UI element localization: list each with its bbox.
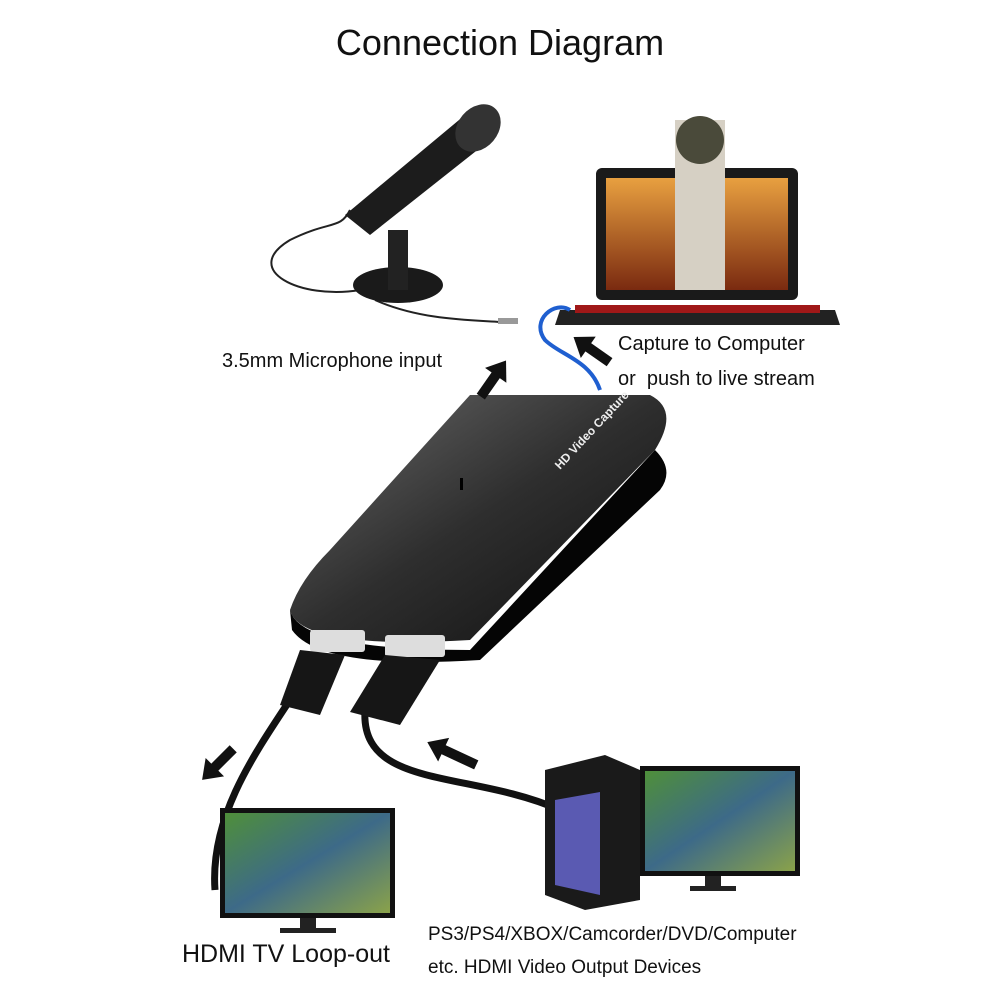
arrows bbox=[202, 336, 613, 780]
arrow-loop-out bbox=[202, 745, 237, 780]
microphone-label: 3.5mm Microphone input bbox=[222, 350, 443, 372]
sources-label-line2: etc. HDMI Video Output Devices bbox=[428, 957, 702, 978]
arrow-computer bbox=[573, 336, 613, 367]
pc-source bbox=[545, 755, 800, 910]
microphone bbox=[270, 104, 518, 324]
computer-label-line2: or push to live stream bbox=[618, 368, 815, 390]
capture-device: HD Video Capture bbox=[290, 388, 667, 662]
laptop bbox=[555, 116, 840, 325]
usb-cable bbox=[538, 305, 602, 391]
sources-label-line1: PS3/PS4/XBOX/Camcorder/DVD/Computer bbox=[428, 924, 797, 945]
arrow-source bbox=[427, 737, 479, 770]
arrow-microphone bbox=[476, 360, 507, 400]
computer-label-line1: Capture to Computer bbox=[618, 333, 805, 355]
tv-monitor bbox=[220, 808, 395, 933]
diagram-title: Connection Diagram bbox=[335, 22, 665, 63]
hdmi-cables bbox=[211, 650, 562, 891]
loop-out-label: HDMI TV Loop-out bbox=[182, 940, 390, 968]
